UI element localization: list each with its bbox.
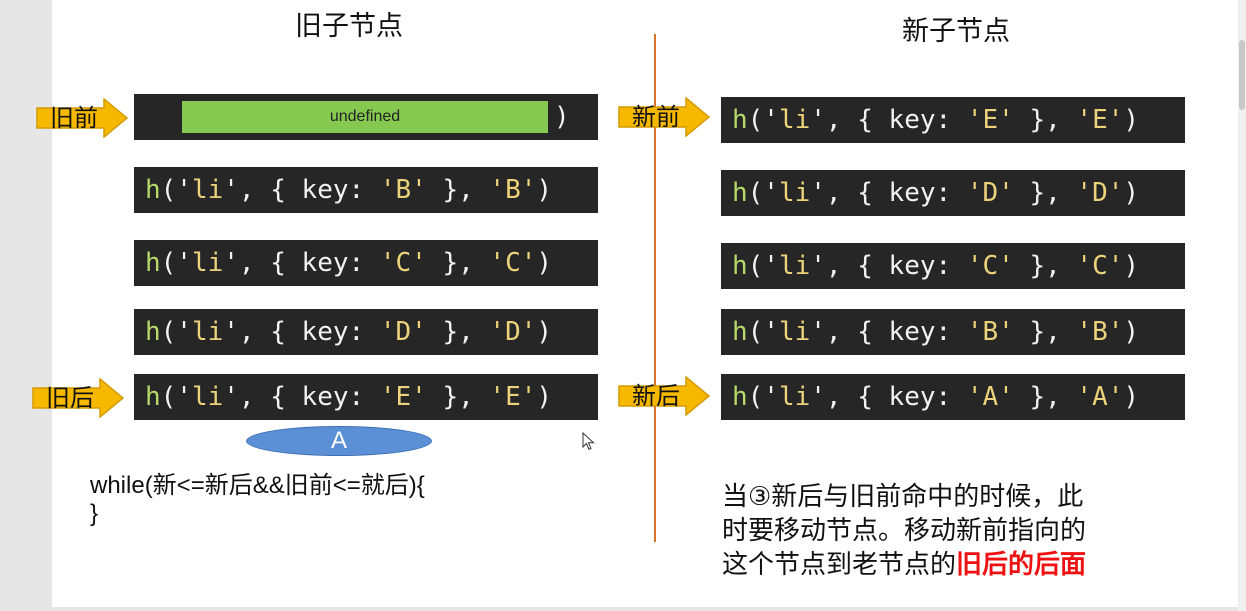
note-line-1: 当③新后与旧前命中的时候，此 (722, 482, 1084, 512)
note-line-3: 这个节点到老节点的旧后的后面 (722, 548, 1086, 582)
old-node-1-suffix: ) (554, 102, 570, 132)
old-end-pointer: 旧后 (32, 378, 124, 418)
new-node-3: h('li', { key: 'C' }, 'C') (721, 243, 1185, 289)
undefined-placeholder: undefined (182, 101, 548, 133)
old-node-4: h('li', { key: 'D' }, 'D') (134, 309, 598, 355)
moved-node-a: A (246, 426, 432, 456)
new-children-title: 新子节点 (902, 16, 1010, 47)
new-start-label: 新前 (632, 103, 680, 131)
old-node-5: h('li', { key: 'E' }, 'E') (134, 374, 598, 420)
new-node-4: h('li', { key: 'B' }, 'B') (721, 309, 1185, 355)
while-loop-line-2: } (90, 500, 99, 527)
column-divider (654, 34, 656, 542)
old-start-label: 旧前 (50, 104, 98, 132)
mouse-cursor-icon (582, 432, 595, 451)
new-node-5: h('li', { key: 'A' }, 'A') (721, 374, 1185, 420)
new-end-arrow-icon (618, 376, 710, 416)
old-start-pointer: 旧前 (36, 98, 128, 138)
scrollbar[interactable] (1238, 0, 1246, 611)
old-end-arrow-icon (32, 378, 124, 418)
new-node-1: h('li', { key: 'E' }, 'E') (721, 97, 1185, 143)
old-node-3: h('li', { key: 'C' }, 'C') (134, 240, 598, 286)
note-highlight: 旧后的后面 (956, 550, 1087, 580)
old-end-label: 旧后 (46, 384, 94, 412)
new-node-2: h('li', { key: 'D' }, 'D') (721, 170, 1185, 216)
explanation-note: 当③新后与旧前命中的时候，此 时要移动节点。移动新前指向的 这个节点到老节点的旧… (722, 480, 1086, 582)
old-start-arrow-icon (36, 98, 128, 138)
note-line-3-prefix: 这个节点到老节点的 (722, 550, 957, 580)
old-node-2: h('li', { key: 'B' }, 'B') (134, 167, 598, 213)
new-start-arrow-icon (618, 97, 710, 137)
new-end-label: 新后 (632, 382, 680, 410)
old-children-title: 旧子节点 (295, 11, 403, 42)
while-loop-line-1: while(新<=新后&&旧前<=就后){ (90, 472, 425, 499)
new-end-pointer: 新后 (618, 376, 710, 416)
note-line-2: 时要移动节点。移动新前指向的 (722, 516, 1087, 546)
new-start-pointer: 新前 (618, 97, 710, 137)
scroll-thumb[interactable] (1239, 40, 1245, 110)
